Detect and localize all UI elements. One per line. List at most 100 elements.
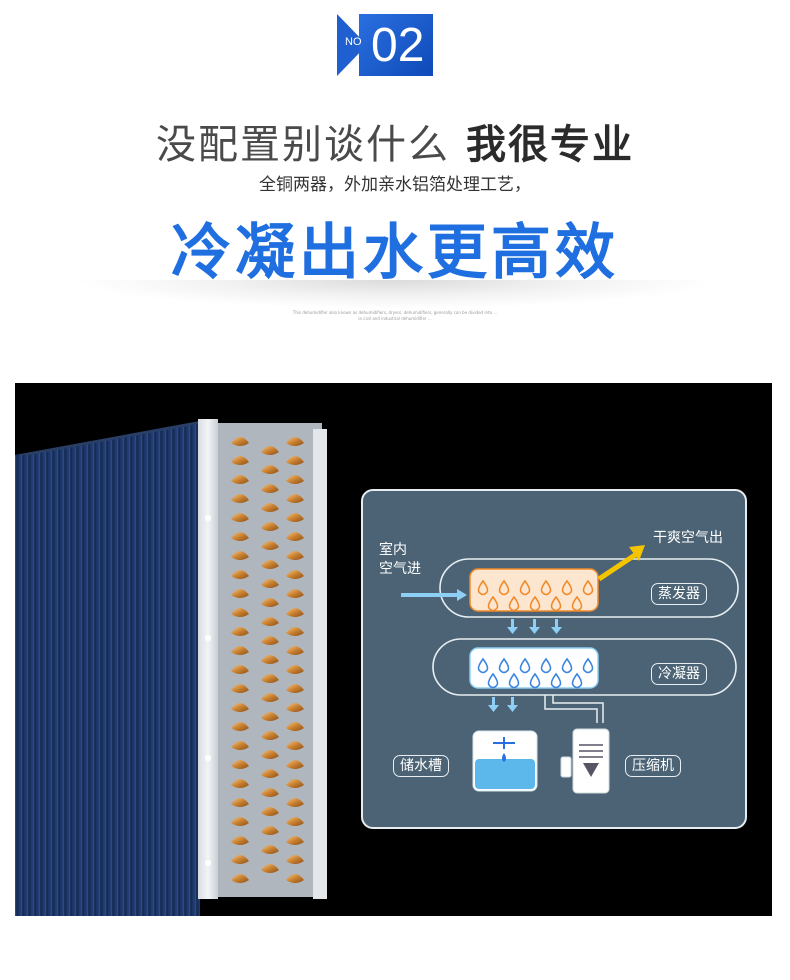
droplet-icon [519, 579, 531, 596]
evaporator-droplets [477, 579, 594, 612]
copper-bend [261, 598, 279, 607]
copper-bend [231, 760, 249, 769]
copper-bend [231, 798, 249, 807]
copper-bend [231, 741, 249, 750]
air-out-arrow [629, 545, 645, 561]
droplet-icon [550, 672, 562, 689]
headline-light: 没配置别谈什么 [156, 122, 450, 168]
copper-bend [286, 722, 304, 731]
label-indoor-air-in: 室内 空气进 [379, 541, 421, 579]
fin-block [15, 421, 200, 916]
tag-water-tank: 储水槽 [393, 755, 449, 777]
copper-bend [261, 731, 279, 740]
copper-bend [286, 874, 304, 883]
copper-bend [231, 570, 249, 579]
copper-bend [286, 760, 304, 769]
badge-number: 02 [371, 19, 425, 72]
copper-bend [231, 589, 249, 598]
copper-bend [286, 779, 304, 788]
copper-bend [231, 703, 249, 712]
copper-bend [286, 494, 304, 503]
copper-bend [261, 541, 279, 550]
copper-bend [261, 617, 279, 626]
headline: 没配置别谈什么我很专业 [0, 112, 790, 170]
copper-bend [261, 503, 279, 512]
condenser-droplets [477, 657, 594, 689]
shadow-divider [80, 280, 710, 308]
tag-evaporator: 蒸发器 [651, 583, 707, 605]
droplet-icon [477, 657, 489, 674]
copper-bend [261, 560, 279, 569]
droplet-icon [540, 579, 552, 596]
evaporator-capsule [439, 558, 739, 618]
copper-bend [231, 513, 249, 522]
label-indoor: 室内 [379, 542, 407, 558]
copper-bend [261, 522, 279, 531]
copper-bend [286, 703, 304, 712]
copper-bend [286, 646, 304, 655]
copper-bend [286, 665, 304, 674]
side-frame [198, 419, 218, 899]
copper-bend [286, 684, 304, 693]
droplet-icon [508, 672, 520, 689]
droplet-icon [550, 595, 562, 612]
droplet-icon [571, 595, 583, 612]
copper-tube-bends [231, 437, 304, 883]
copper-bend [286, 817, 304, 826]
droplet-icon [519, 657, 531, 674]
label-air-in: 空气进 [379, 561, 421, 577]
product-photo: 室内 空气进 干爽空气出 蒸发器 冷凝器 储水槽 压缩机 [15, 383, 772, 916]
copper-bend [231, 646, 249, 655]
condenser-capsule [432, 638, 737, 696]
copper-bend [286, 456, 304, 465]
tagline: 冷凝出水更高效 [171, 218, 619, 288]
copper-bend [286, 513, 304, 522]
copper-bend [261, 712, 279, 721]
copper-bend [286, 798, 304, 807]
droplet-icon [582, 657, 594, 674]
droplet-icon [561, 657, 573, 674]
copper-bend [231, 608, 249, 617]
fine-print-line-2: in civil and industrial dehumidifier ... [358, 316, 432, 321]
copper-bend [261, 807, 279, 816]
copper-bend [231, 665, 249, 674]
section-number-badge: NO 02 [337, 14, 433, 76]
copper-bend [286, 836, 304, 845]
droplet-icon [540, 657, 552, 674]
droplet-icon [498, 579, 510, 596]
droplet-icon [477, 579, 489, 596]
working-principle-diagram: 室内 空气进 干爽空气出 蒸发器 冷凝器 储水槽 压缩机 [361, 489, 747, 829]
copper-bend [231, 551, 249, 560]
copper-bend [231, 494, 249, 503]
flow-arrows-cond-to-tank [488, 697, 518, 712]
copper-bend [261, 674, 279, 683]
copper-bend [286, 741, 304, 750]
copper-bend [261, 845, 279, 854]
diagram-graphics [401, 545, 739, 794]
flow-arrows-evap-to-cond [507, 619, 562, 634]
copper-bend [286, 475, 304, 484]
condenser-coil-illustration [15, 419, 327, 916]
copper-bend [286, 551, 304, 560]
copper-bend [261, 655, 279, 664]
copper-bend [231, 475, 249, 484]
copper-bend [261, 826, 279, 835]
copper-bend [286, 627, 304, 636]
droplet-icon [571, 672, 583, 689]
tag-condenser: 冷凝器 [651, 663, 707, 685]
copper-bend [261, 446, 279, 455]
copper-bend [231, 722, 249, 731]
subtitle: 全铜两器，外加亲水铝箔处理工艺， [259, 175, 531, 195]
copper-bend [286, 570, 304, 579]
badge-box [359, 14, 433, 76]
copper-bend [261, 769, 279, 778]
badge-prefix: NO [345, 36, 362, 48]
copper-bend [261, 484, 279, 493]
copper-bend [261, 788, 279, 797]
droplet-icon [529, 595, 541, 612]
copper-bend [261, 750, 279, 759]
compressor-graphic [572, 728, 610, 794]
droplet-icon [508, 595, 520, 612]
copper-bend [286, 608, 304, 617]
copper-bend [231, 456, 249, 465]
